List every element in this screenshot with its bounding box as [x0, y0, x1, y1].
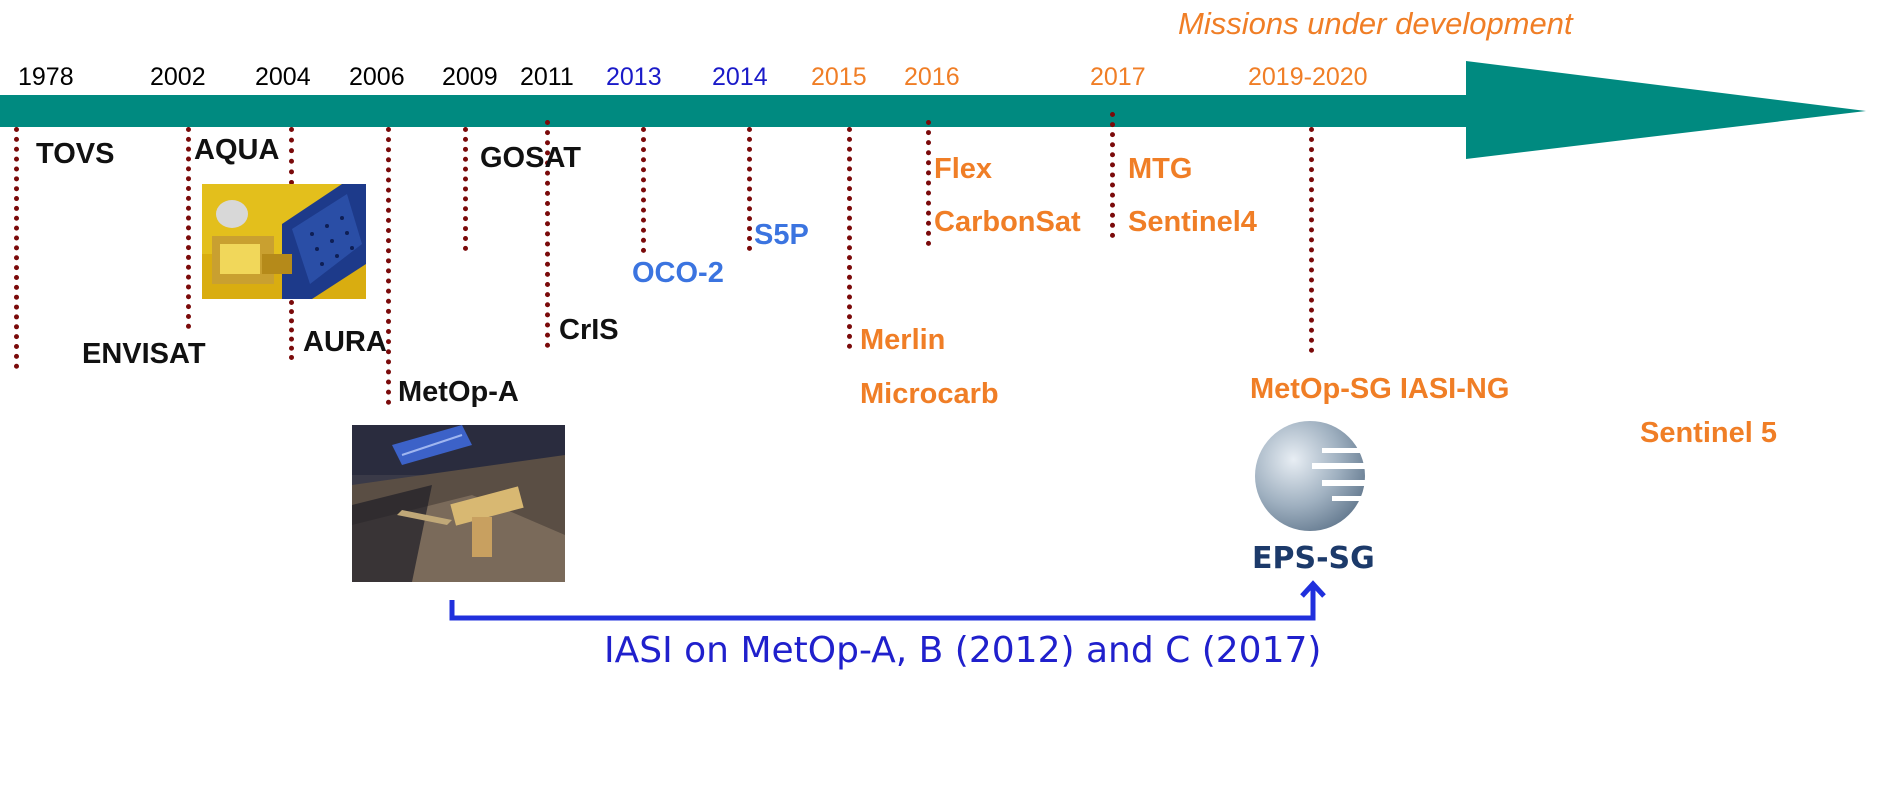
year-label: 2015: [811, 63, 867, 91]
timeline-marker-2004: [289, 127, 294, 185]
mission-flex: Flex: [934, 153, 993, 185]
mission-cris: CrIS: [559, 314, 619, 346]
timeline-marker-2006: [386, 127, 391, 405]
mission-sentinel4: Sentinel4: [1128, 206, 1257, 238]
connector-arrow: [449, 580, 1326, 621]
mission-aura: AURA: [303, 326, 387, 358]
year-label: 2011: [520, 63, 574, 91]
mission-metop-sg: MetOp-SG IASI-NG: [1250, 373, 1510, 405]
eps-sg-logo: EPS-SG: [1252, 421, 1382, 576]
mission-merlin: Merlin: [860, 324, 946, 356]
timeline-marker-1978: [14, 127, 19, 369]
year-label: 2016: [904, 63, 960, 91]
timeline-marker-2015: [847, 127, 852, 349]
timeline-marker-2004-lower: [289, 300, 294, 360]
mission-s5p: S5P: [754, 219, 809, 251]
timeline-marker-2011: [545, 120, 550, 348]
year-label: 2002: [150, 63, 206, 91]
timeline-marker-2016: [926, 120, 931, 246]
timeline-marker-2009: [463, 127, 468, 251]
year-label: 1978: [18, 63, 74, 91]
mission-envisat: ENVISAT: [82, 338, 206, 370]
year-label: 2014: [712, 63, 768, 91]
timeline-marker-2019-2020: [1309, 127, 1314, 353]
timeline-marker-2002: [186, 127, 191, 329]
missions-title: Missions under development: [1178, 6, 1573, 41]
timeline-marker-2013: [641, 127, 646, 253]
mission-tovs: TOVS: [36, 138, 115, 170]
metop-a-satellite-image: [352, 425, 565, 582]
mission-sentinel5: Sentinel 5: [1640, 417, 1777, 449]
aqua-satellite-image: [202, 184, 366, 299]
timeline-arrow: [0, 61, 1866, 159]
iasi-caption: IASI on MetOp-A, B (2012) and C (2017): [604, 630, 1322, 671]
timeline-marker-2014: [747, 127, 752, 251]
year-label: 2004: [255, 63, 311, 91]
year-label: 2017: [1090, 63, 1146, 91]
mission-aqua: AQUA: [194, 134, 280, 166]
timeline-marker-2017: [1110, 112, 1115, 238]
mission-carbonsat: CarbonSat: [934, 206, 1081, 238]
mission-microcarb: Microcarb: [860, 378, 999, 410]
mission-oco2: OCO-2: [632, 257, 724, 289]
eps-sg-logo-text: EPS-SG: [1252, 541, 1375, 576]
year-label: 2013: [606, 63, 662, 91]
year-label: 2009: [442, 63, 498, 91]
mission-mtg: MTG: [1128, 153, 1193, 185]
year-label: 2006: [349, 63, 405, 91]
mission-metop-a: MetOp-A: [398, 376, 519, 408]
mission-gosat: GOSAT: [480, 142, 581, 174]
year-label: 2019-2020: [1248, 63, 1368, 91]
